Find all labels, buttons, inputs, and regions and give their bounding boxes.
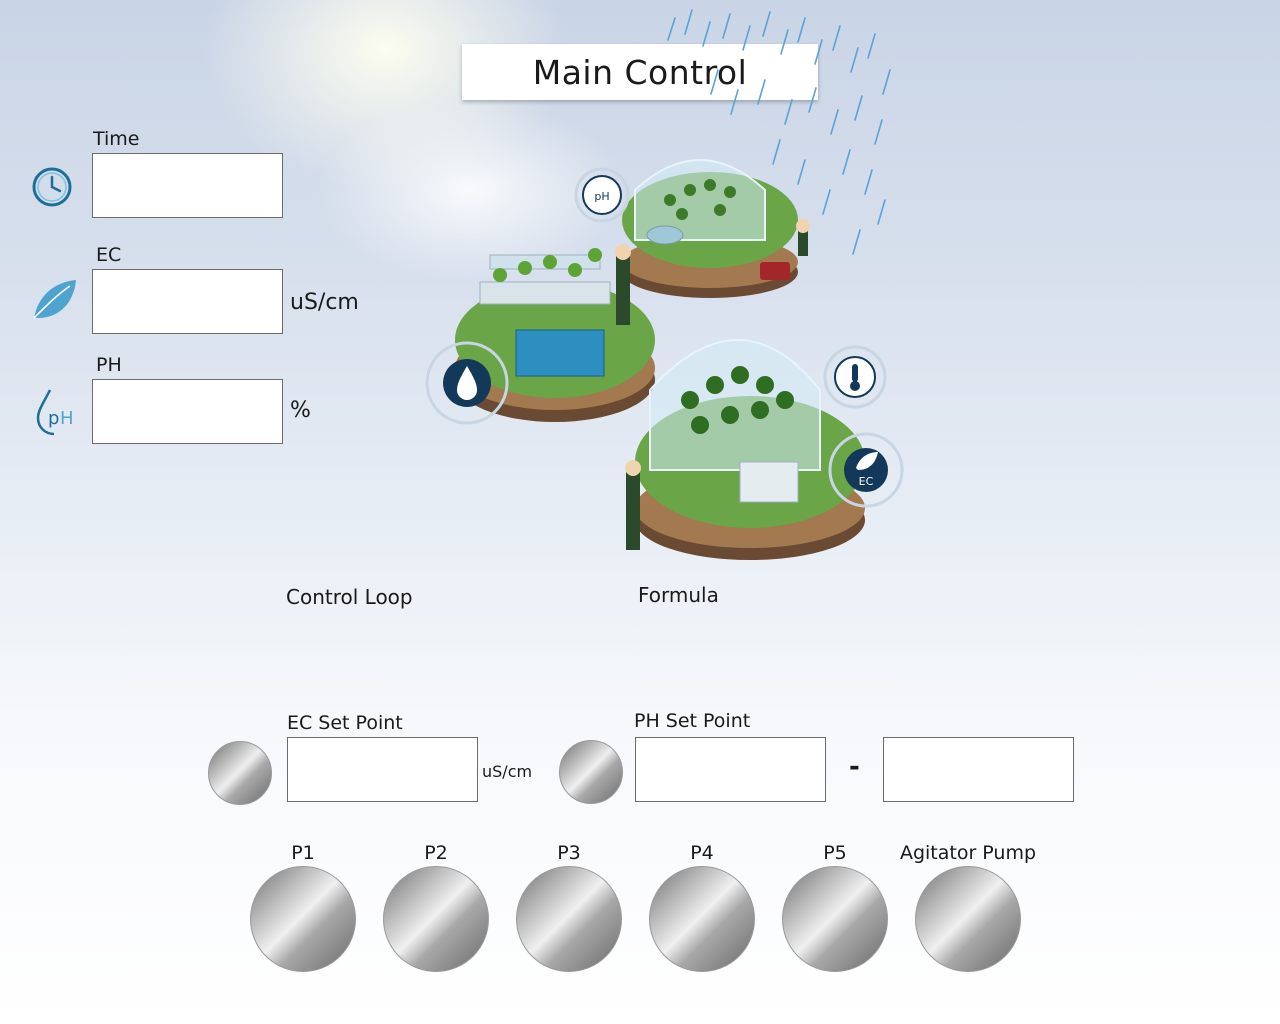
pump-p5-button[interactable] bbox=[782, 866, 888, 972]
ec-setpoint-unit: uS/cm bbox=[482, 762, 533, 781]
pump-p3-button[interactable] bbox=[516, 866, 622, 972]
pump-p4-button[interactable] bbox=[649, 866, 755, 972]
pump-p1-button[interactable] bbox=[250, 866, 356, 972]
svg-text:EC: EC bbox=[859, 475, 874, 488]
farm-illustration: pH EC bbox=[425, 9, 904, 560]
pump-label-agitator: Agitator Pump bbox=[899, 842, 1037, 864]
pump-label-p2: P2 bbox=[424, 842, 448, 864]
clock-icon bbox=[30, 165, 74, 213]
page-title: Main Control bbox=[462, 44, 818, 100]
ph-setpoint-high-input[interactable] bbox=[883, 737, 1074, 802]
formula-label: Formula bbox=[638, 583, 719, 607]
ph-range-separator: - bbox=[849, 752, 860, 782]
pump-label-p3: P3 bbox=[557, 842, 581, 864]
ec-setpoint-knob[interactable] bbox=[208, 741, 272, 805]
ec-label: EC bbox=[96, 244, 122, 266]
leaf-icon bbox=[30, 278, 78, 326]
pump-label-p5: P5 bbox=[823, 842, 847, 864]
ph-drop-icon: p H bbox=[34, 386, 80, 440]
ph-setpoint-low-input[interactable] bbox=[635, 737, 826, 802]
ph-setpoint-label: PH Set Point bbox=[634, 710, 751, 732]
pump-p2-button[interactable] bbox=[383, 866, 489, 972]
svg-text:p: p bbox=[48, 408, 59, 429]
ph-label: PH bbox=[96, 354, 122, 376]
ph-setpoint-knob[interactable] bbox=[559, 740, 623, 804]
time-display bbox=[92, 153, 283, 218]
control-loop-label: Control Loop bbox=[286, 585, 413, 609]
pump-label-p1: P1 bbox=[291, 842, 315, 864]
ph-display bbox=[92, 379, 283, 444]
ec-display bbox=[92, 269, 283, 334]
agitator-pump-button[interactable] bbox=[915, 866, 1021, 972]
ec-setpoint-input[interactable] bbox=[287, 737, 478, 802]
svg-text:pH: pH bbox=[594, 190, 609, 203]
ph-unit: % bbox=[290, 398, 311, 423]
ec-setpoint-label: EC Set Point bbox=[287, 712, 403, 734]
svg-text:H: H bbox=[60, 408, 74, 429]
pump-label-p4: P4 bbox=[690, 842, 714, 864]
time-label: Time bbox=[93, 128, 140, 150]
ec-unit: uS/cm bbox=[290, 290, 359, 315]
